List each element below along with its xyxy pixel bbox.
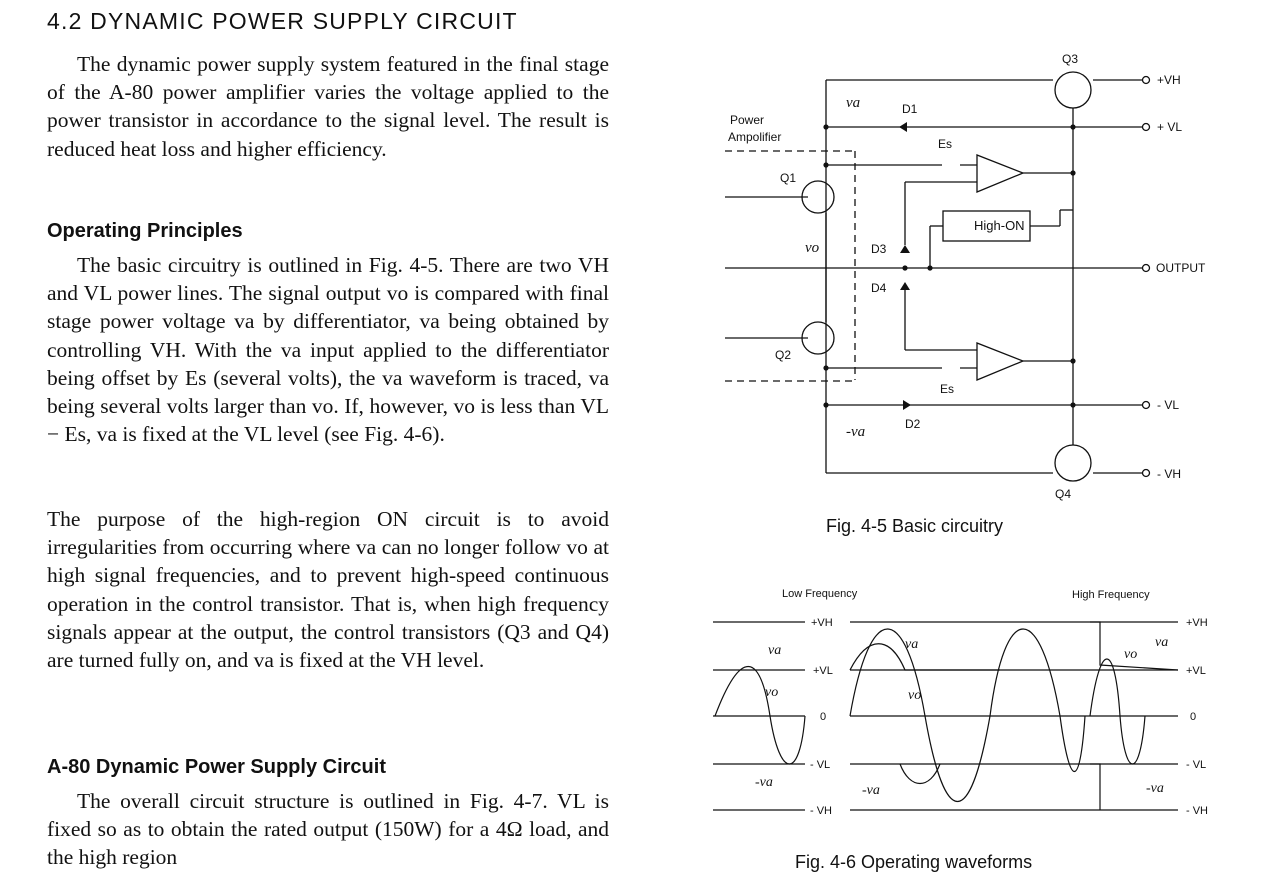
es-top-label: Es: [938, 137, 952, 151]
vo-label: vo: [805, 240, 820, 256]
principles-heading: Operating Principles: [47, 220, 243, 242]
d4-label: D4: [871, 281, 887, 295]
wave-va-label-3: va: [1155, 635, 1168, 650]
a80-paragraph: The overall circuit structure is outline…: [47, 787, 609, 880]
wave-zero-label: 0: [820, 711, 826, 723]
minus-va-label: -va: [846, 424, 865, 440]
wave-va-label-2: va: [905, 637, 918, 652]
wave-minus-va-label-3: -va: [1146, 781, 1164, 796]
minus-vh-label: - VH: [1157, 467, 1181, 481]
q2-label: Q2: [775, 348, 791, 362]
d2-label: D2: [905, 417, 921, 431]
plus-vl-label: + VL: [1157, 120, 1182, 134]
high-frequency-label: High Frequency: [1072, 589, 1150, 601]
q1-label: Q1: [780, 171, 796, 185]
wave-plus-vh-label: +VH: [811, 617, 833, 629]
va-label: va: [846, 95, 860, 111]
fig-4-5-caption: Fig. 4-5 Basic circuitry: [826, 516, 1004, 536]
wave-va-label: va: [768, 643, 781, 658]
power-amplifier-label-1: Power: [730, 113, 764, 127]
wave-minus-va-label: -va: [755, 775, 773, 790]
wave-vo-label-2: vo: [908, 688, 921, 703]
power-amplifier-label-2: Ampolifier: [728, 130, 781, 144]
wave-minus-va-label-2: -va: [862, 783, 880, 798]
output-label: OUTPUT: [1156, 261, 1206, 275]
high-on-label: High-ON: [974, 218, 1025, 233]
basic-circuitry-diagram: Q3 Q4 Q1 Q2 D1 D2 D3 D4 Es Es Power Ampo…: [725, 52, 1206, 501]
a80-heading: A-80 Dynamic Power Supply Circuit: [47, 756, 386, 778]
wave-zero-label-right: 0: [1190, 711, 1196, 723]
wave-minus-vh-label: - VH: [810, 805, 832, 817]
principles-text-1: The basic circuitry is outlined in Fig. …: [47, 253, 609, 447]
es-bottom-label: Es: [940, 382, 954, 396]
minus-vl-label: - VL: [1157, 398, 1179, 412]
low-frequency-label: Low Frequency: [782, 588, 858, 600]
wave-vo-label-3: vo: [1124, 647, 1137, 662]
d1-label: D1: [902, 102, 918, 116]
operating-waveforms-diagram: Low Frequency High Frequency +VH +VL 0 -…: [713, 588, 1208, 817]
wave-plus-vl-label: +VL: [813, 665, 833, 677]
principles-paragraph-1: The basic circuitry is outlined in Fig. …: [47, 251, 609, 448]
wave-minus-vl-label: - VL: [810, 759, 830, 771]
wave-vo-label: vo: [765, 685, 778, 700]
fig-4-6-caption: Fig. 4-6 Operating waveforms: [795, 852, 1033, 872]
wave-plus-vl-label-right: +VL: [1186, 665, 1206, 677]
wave-minus-vh-label-right: - VH: [1186, 805, 1208, 817]
section-title: 4.2 DYNAMIC POWER SUPPLY CIRCUIT: [47, 8, 518, 34]
wave-minus-vl-label-right: - VL: [1186, 759, 1206, 771]
intro-paragraph: The dynamic power supply system featured…: [47, 50, 609, 163]
plus-vh-label: +VH: [1157, 73, 1181, 87]
principles-paragraph-2: The purpose of the high-region ON circui…: [47, 507, 609, 673]
q3-label: Q3: [1062, 52, 1078, 66]
q4-label: Q4: [1055, 487, 1071, 501]
d3-label: D3: [871, 242, 887, 256]
intro-text: The dynamic power supply system featured…: [47, 52, 609, 161]
a80-text: The overall circuit structure is outline…: [47, 789, 609, 870]
wave-plus-vh-label-right: +VH: [1186, 617, 1208, 629]
